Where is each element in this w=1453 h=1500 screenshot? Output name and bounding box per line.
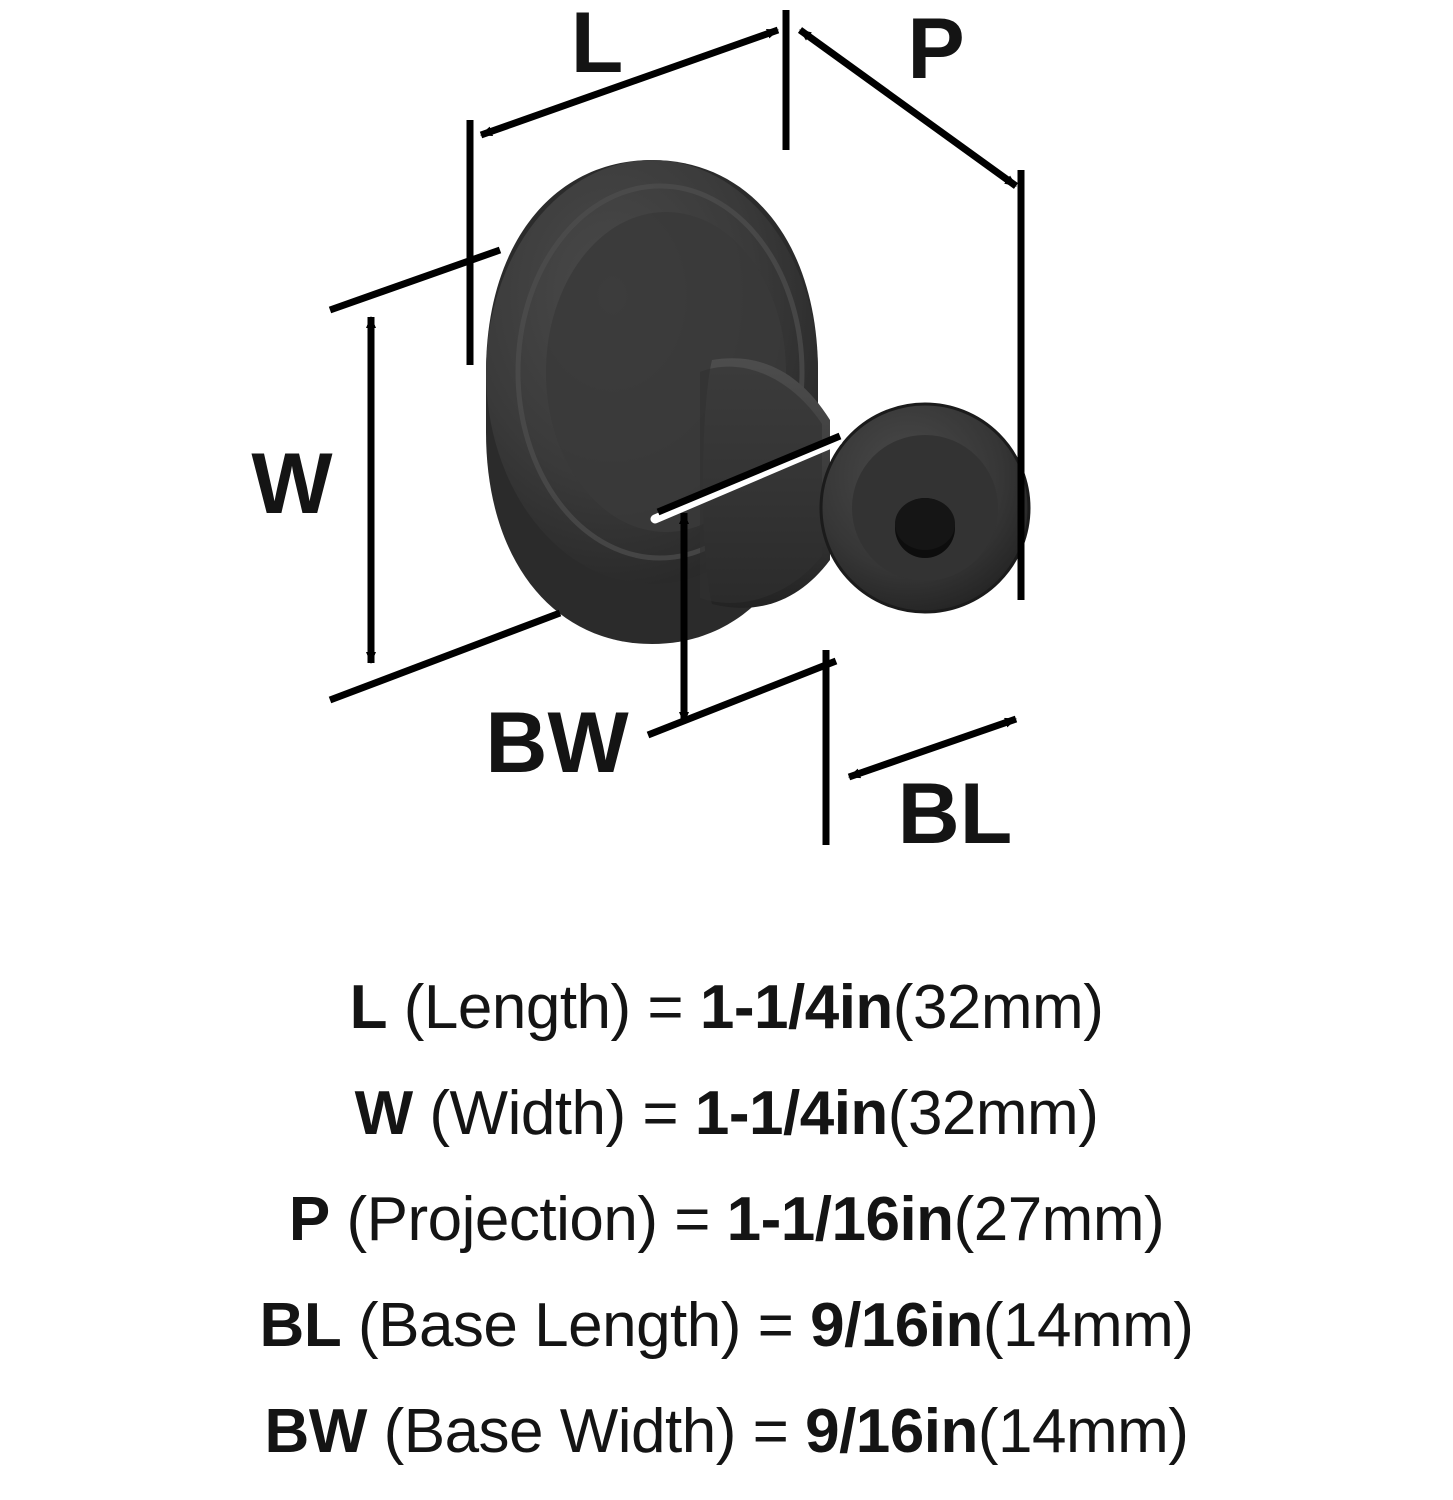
spec-value: 1-1/4in	[694, 1079, 888, 1148]
label-width: W	[251, 436, 333, 532]
spec-equals: =	[752, 1397, 789, 1466]
product-dimension-diagram: L P W BW BL	[251, 0, 1031, 862]
spec-metric: (32mm)	[887, 1079, 1099, 1148]
spec-row-width: W (Width) = 1-1/4in(32mm)	[0, 1061, 1453, 1167]
spec-row-length: L (Length) = 1-1/4in(32mm)	[0, 955, 1453, 1061]
spec-name: (Width)	[429, 1079, 626, 1148]
spec-code: P	[288, 1185, 330, 1254]
spec-name: (Base Length)	[357, 1291, 741, 1360]
knob-illustration	[486, 160, 1031, 644]
spec-value: 9/16in	[810, 1291, 983, 1360]
spec-equals: =	[674, 1185, 710, 1254]
label-base-width: BW	[485, 695, 629, 791]
spec-row-base-width: BW (Base Width) = 9/16in(14mm)	[0, 1379, 1453, 1485]
knob-stem-shade	[700, 366, 822, 603]
knob-screw-hole-shade	[895, 498, 955, 550]
spec-equals: =	[757, 1291, 794, 1360]
width-extension-top	[328, 246, 502, 314]
base-width-extension-top	[656, 432, 842, 516]
knob-base-edge	[819, 402, 1031, 614]
spec-name: (Length)	[403, 973, 631, 1042]
spec-value: 1-1/4in	[699, 973, 893, 1042]
label-base-length: BL	[898, 766, 1013, 862]
width-extension-bottom	[328, 609, 562, 704]
dimension-lines	[328, 10, 1025, 845]
base-width-extension-bottom	[646, 657, 838, 739]
spec-value: 1-1/16in	[726, 1185, 954, 1254]
spec-metric: (32mm)	[892, 973, 1104, 1042]
label-projection: P	[907, 1, 964, 97]
spec-row-base-length: BL (Base Length) = 9/16in(14mm)	[0, 1273, 1453, 1379]
spec-code: BW	[264, 1397, 368, 1466]
spec-name: (Base Width)	[383, 1397, 737, 1466]
spec-equals: =	[642, 1079, 679, 1148]
specification-list: L (Length) = 1-1/4in(32mm) W (Width) = 1…	[0, 955, 1453, 1500]
spec-code: BL	[259, 1291, 342, 1360]
projection-arrow	[797, 27, 1019, 189]
stem-highlight	[650, 436, 843, 524]
length-arrow	[479, 26, 780, 139]
spec-metric: (14mm)	[977, 1397, 1189, 1466]
spec-metric: (14mm)	[982, 1291, 1194, 1360]
spec-equals: =	[647, 973, 684, 1042]
flange-ring	[515, 183, 805, 561]
label-length: L	[571, 0, 624, 91]
diagram-svg: L P W BW BL	[251, 0, 1031, 862]
spec-metric: (27mm)	[953, 1185, 1165, 1254]
spec-code: W	[354, 1079, 414, 1148]
dimension-labels: L P W BW BL	[251, 0, 1012, 862]
spec-name: (Projection)	[346, 1185, 658, 1254]
spec-value: 9/16in	[805, 1397, 978, 1466]
base-length-arrow	[847, 715, 1018, 781]
spec-row-projection: P (Projection) = 1-1/16in(27mm)	[0, 1167, 1453, 1273]
spec-code: L	[349, 973, 388, 1042]
